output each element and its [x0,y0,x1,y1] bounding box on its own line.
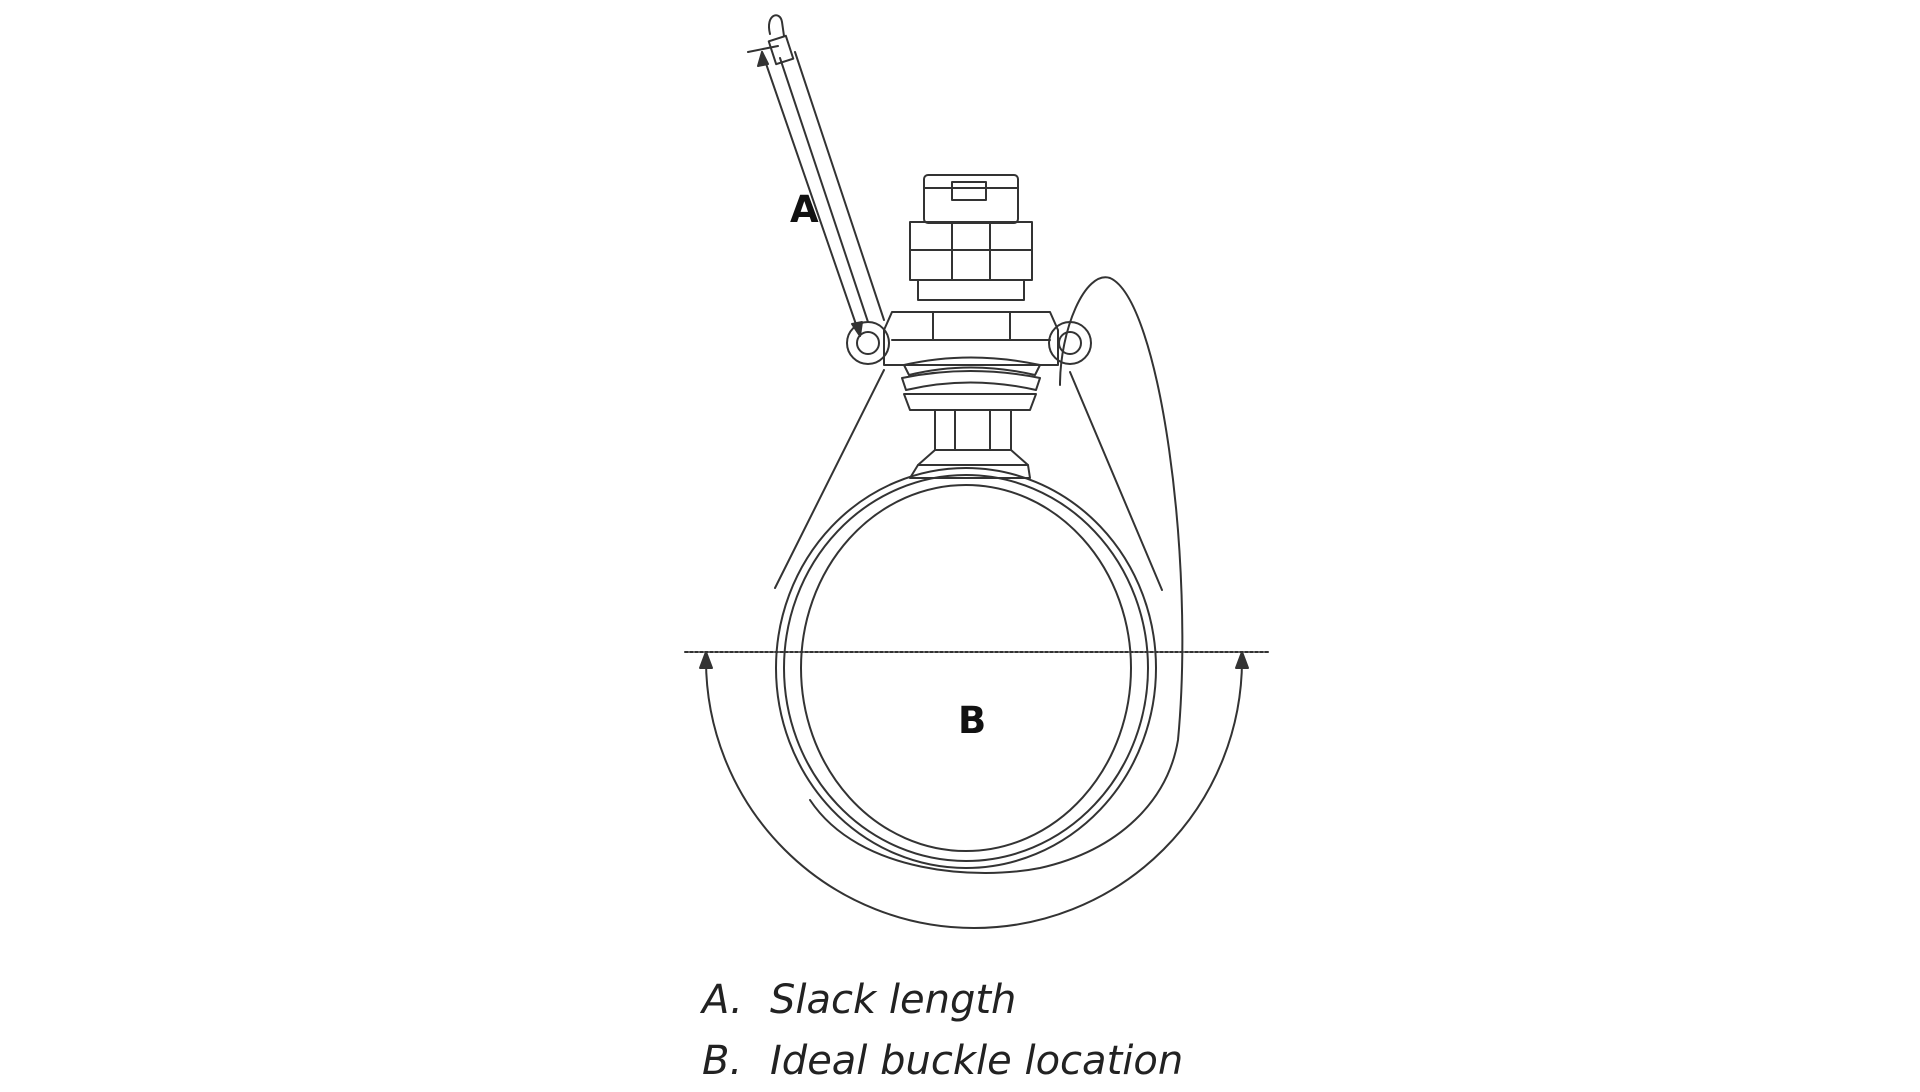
legend-item-a: A. Slack length [702,970,1183,1031]
transmitter [846,174,1092,479]
arc-arrowhead-left [699,651,713,669]
strap-loop [809,276,1184,874]
buckle-location-arc [705,659,1243,929]
legend-key-b: B. [702,1038,743,1084]
slack-length-dimension [747,45,863,337]
arc-arrowhead-right [1235,651,1249,669]
strap-left [774,369,885,589]
legend-text-a: Slack length [770,977,1017,1023]
callout-a: A [790,188,819,231]
legend-text-b: Ideal buckle location [770,1038,1184,1084]
strap-right [1069,371,1163,591]
legend: A. Slack length B. Ideal buckle location [702,970,1183,1092]
strap-tail [767,14,885,323]
legend-key-a: A. [702,977,743,1023]
legend-item-b: B. Ideal buckle location [702,1031,1183,1092]
callout-b: B [958,699,986,742]
pipe [775,467,1157,869]
